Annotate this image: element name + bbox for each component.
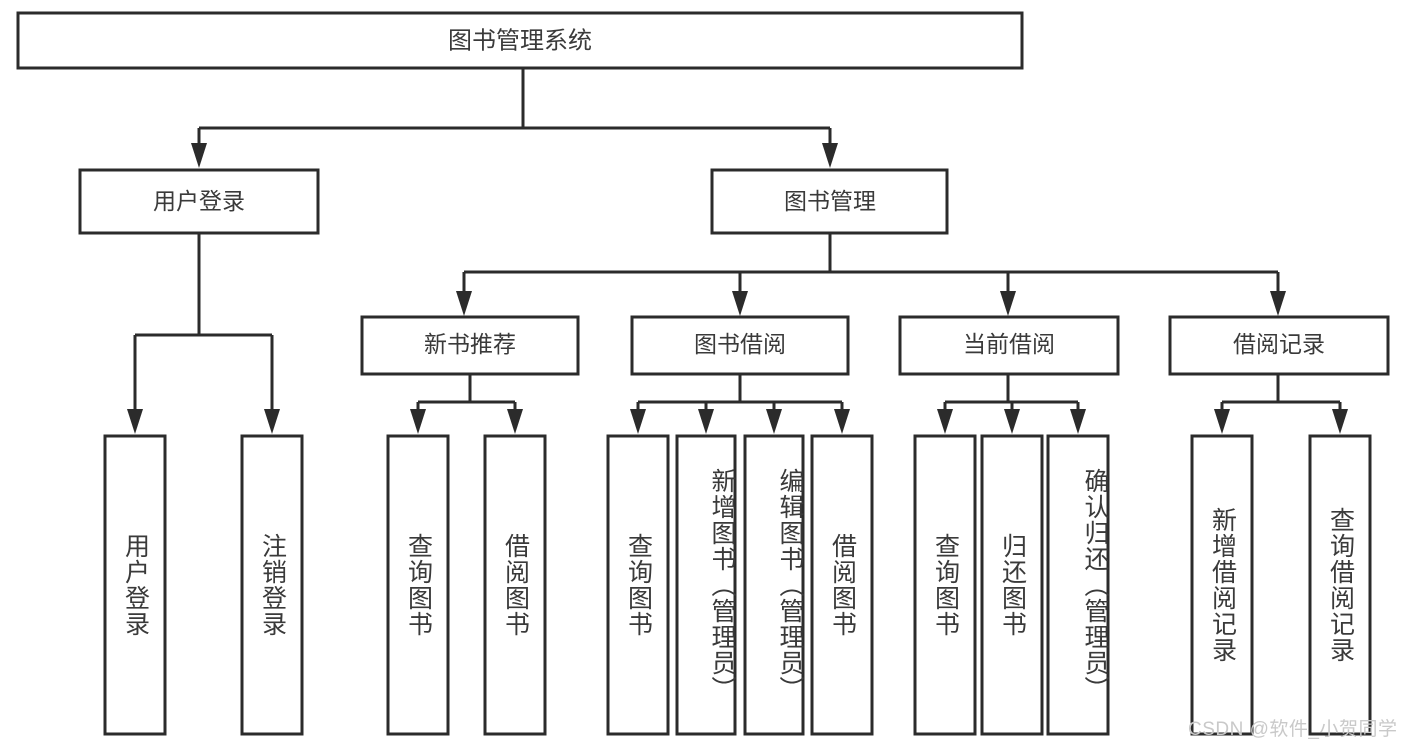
arrowhead-book-management xyxy=(822,143,838,168)
node-book-management-rect[interactable] xyxy=(710,168,949,235)
arrowhead-leaf-query-record xyxy=(1332,409,1348,434)
arrowhead-leaf-edit-book xyxy=(766,409,782,434)
arrowhead-leaf-add-record xyxy=(1214,409,1230,434)
node-leaf-query-book-3-rect[interactable] xyxy=(913,434,977,736)
arrowhead-leaf-query-book-2 xyxy=(630,409,646,434)
node-leaf-confirm-return-rect[interactable] xyxy=(1046,434,1110,736)
arrowhead-leaf-add-book xyxy=(698,409,714,434)
node-current-borrow-label: 当前借阅 xyxy=(963,331,1055,357)
node-borrow-record-label: 借阅记录 xyxy=(1233,331,1325,357)
node-leaf-borrow-book-1-rect[interactable] xyxy=(483,434,547,736)
node-borrow-record[interactable]: 借阅记录 xyxy=(1168,315,1390,376)
arrowhead-new-book-recommend xyxy=(456,291,472,316)
node-leaf-logout-rect[interactable] xyxy=(240,434,304,736)
arrowhead-leaf-user-login xyxy=(127,409,143,434)
node-current-borrow-rect[interactable] xyxy=(898,315,1120,376)
connectors-book-borrow-to-leaves xyxy=(630,374,850,434)
node-user-login[interactable]: 用户登录 xyxy=(78,168,320,235)
arrowhead-book-borrow xyxy=(732,291,748,316)
connectors-book-management-to-level3 xyxy=(456,233,1286,316)
node-new-book-recommend[interactable]: 新书推荐 xyxy=(360,315,580,376)
node-leaf-add-record-rect[interactable] xyxy=(1190,434,1254,736)
node-book-borrow[interactable]: 图书借阅 xyxy=(630,315,850,376)
node-user-login-label: 用户登录 xyxy=(153,188,245,214)
node-leaf-query-book-2-rect[interactable] xyxy=(606,434,670,736)
node-borrow-record-rect[interactable] xyxy=(1168,315,1390,376)
node-book-borrow-rect[interactable] xyxy=(630,315,850,376)
node-new-book-recommend-label: 新书推荐 xyxy=(424,331,516,357)
node-root-rect[interactable] xyxy=(16,11,1024,70)
node-book-borrow-label: 图书借阅 xyxy=(694,331,786,357)
node-root-label: 图书管理系统 xyxy=(448,27,592,54)
csdn-watermark: CSDN @软件_小贺同学 xyxy=(1188,719,1398,740)
arrowhead-leaf-return-book xyxy=(1004,409,1020,434)
node-root[interactable]: 图书管理系统 xyxy=(16,11,1024,70)
arrowhead-borrow-record xyxy=(1270,291,1286,316)
arrowhead-leaf-confirm-return xyxy=(1070,409,1086,434)
arrowhead-leaf-logout xyxy=(264,409,280,434)
node-current-borrow[interactable]: 当前借阅 xyxy=(898,315,1120,376)
node-leaf-borrow-book-2-rect[interactable] xyxy=(810,434,874,736)
arrowhead-leaf-borrow-book-2 xyxy=(834,409,850,434)
arrowhead-user-login xyxy=(191,143,207,168)
node-leaf-add-book-rect[interactable] xyxy=(675,434,737,736)
node-new-book-recommend-rect[interactable] xyxy=(360,315,580,376)
arrowhead-leaf-borrow-book-1 xyxy=(507,409,523,434)
connectors-root-to-level2 xyxy=(191,68,838,168)
connectors-user-login-to-leaves xyxy=(127,233,280,434)
node-leaf-query-record-rect[interactable] xyxy=(1308,434,1372,736)
node-leaf-user-login-rect[interactable] xyxy=(103,434,167,736)
node-leaf-query-book-1-rect[interactable] xyxy=(386,434,450,736)
leaf-boxes[interactable] xyxy=(103,434,1372,736)
connectors-current-borrow-to-leaves xyxy=(937,374,1086,434)
node-leaf-edit-book-rect[interactable] xyxy=(743,434,805,736)
arrowhead-leaf-query-book-3 xyxy=(937,409,953,434)
arrowhead-current-borrow xyxy=(1000,291,1016,316)
node-user-login-rect[interactable] xyxy=(78,168,320,235)
node-book-management[interactable]: 图书管理 xyxy=(710,168,949,235)
node-leaf-return-book-rect[interactable] xyxy=(980,434,1044,736)
connectors-new-book-recommend-to-leaves xyxy=(410,374,523,434)
connectors-borrow-record-to-leaves xyxy=(1214,374,1348,434)
arrowhead-leaf-query-book-1 xyxy=(410,409,426,434)
node-book-management-label: 图书管理 xyxy=(784,188,876,214)
